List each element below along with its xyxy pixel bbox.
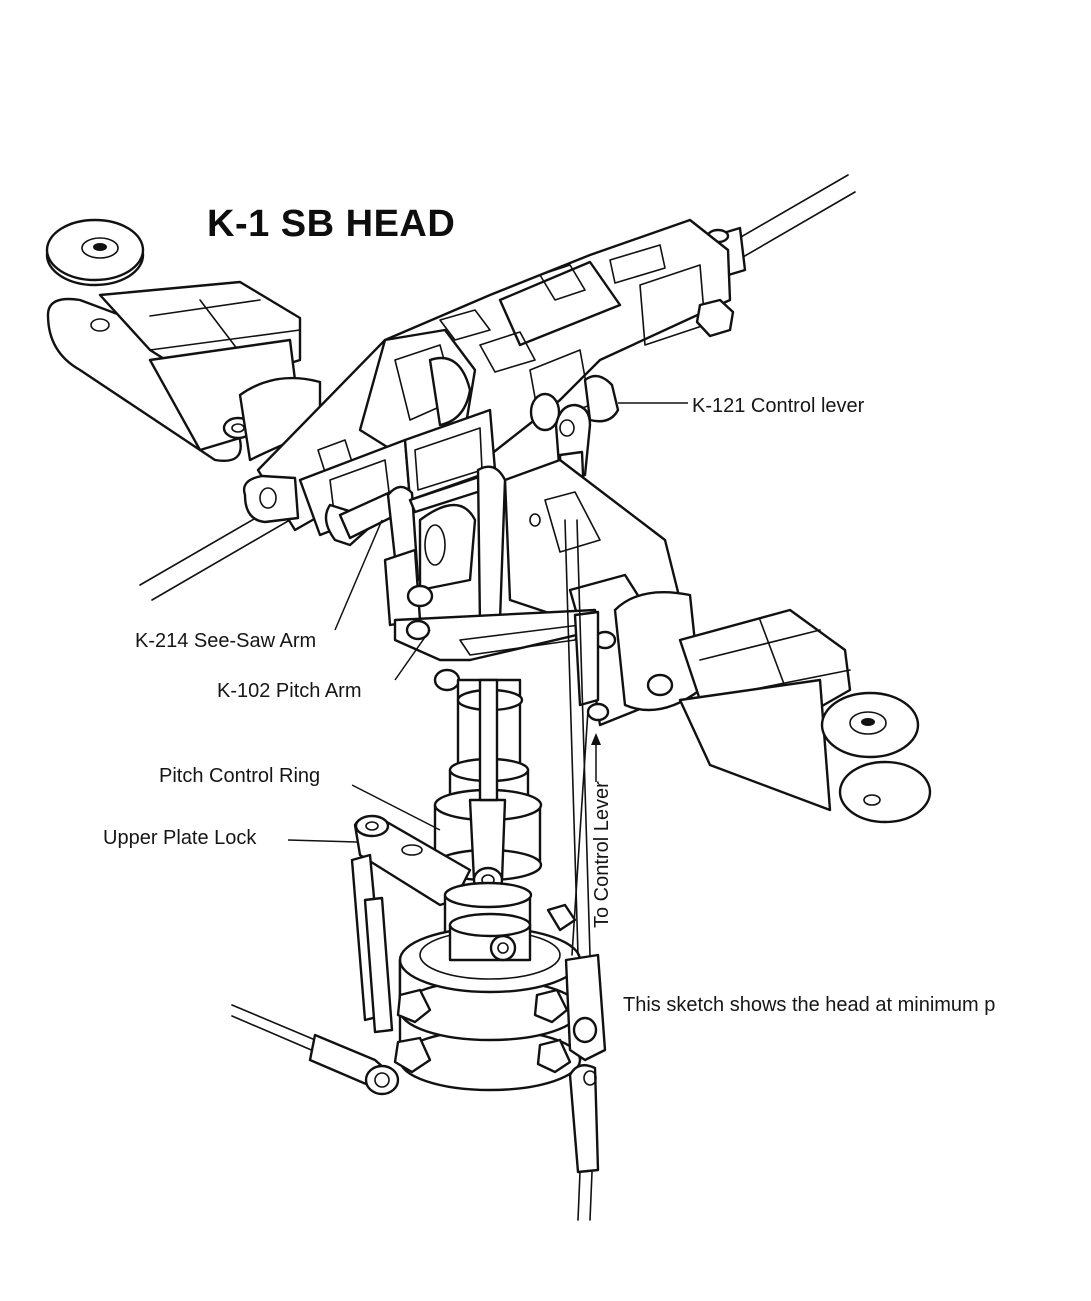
- see-saw-arm-k214: [326, 467, 505, 625]
- label-see-saw-arm: K-214 See-Saw Arm: [135, 630, 317, 652]
- label-upper-plate-lock: Upper Plate Lock: [103, 827, 257, 849]
- leader-lines: [288, 403, 688, 842]
- left-blade-grip: [47, 220, 320, 461]
- pitch-arm-k102: [395, 586, 598, 705]
- label-control-lever: K-121 Control lever: [692, 395, 865, 417]
- control-rod: [565, 520, 590, 955]
- diagram-title: K-1 SB HEAD: [207, 203, 456, 245]
- control-lever-k121: [531, 376, 618, 522]
- label-pitch-control-ring: Pitch Control Ring: [159, 765, 321, 787]
- lower-linkages: [232, 955, 605, 1220]
- central-yoke: [244, 220, 733, 535]
- pitch-control-ring: [435, 680, 541, 892]
- label-pitch-arm: K-102 Pitch Arm: [217, 680, 362, 702]
- note-text: This sketch shows the head at minimum p: [623, 994, 996, 1016]
- label-to-control-lever: To Control Lever: [591, 781, 613, 928]
- right-blade-grip: [615, 592, 930, 822]
- swashplate: [395, 883, 580, 1090]
